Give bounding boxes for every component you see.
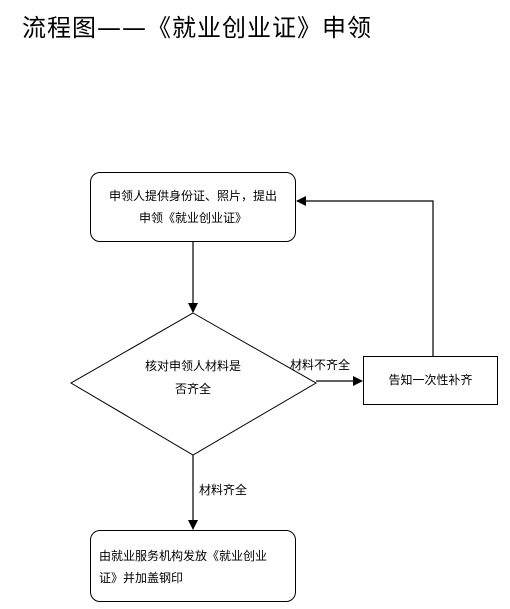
check-decision-line2: 否齐全 xyxy=(174,382,211,396)
check-decision-line1: 核对申领人材料是 xyxy=(144,359,241,373)
apply-step-line1: 申领人提供身份证、照片，提出 xyxy=(108,189,277,203)
check-decision-text: 核对申领人材料是 否齐全 xyxy=(118,355,268,401)
page-title: 流程图——《就业创业证》申领 xyxy=(22,14,372,42)
notify-step-box: 告知一次性补齐 xyxy=(363,356,498,405)
arrow-notify-to-apply xyxy=(296,196,434,356)
issue-step-line1: 由就业服务机构发放《就业创业 xyxy=(99,549,268,563)
issue-step-box: 由就业服务机构发放《就业创业 证》并加盖钢印 xyxy=(90,530,296,602)
notify-step-text: 告知一次性补齐 xyxy=(388,373,473,387)
apply-step-line2: 申领《就业创业证》 xyxy=(138,211,247,225)
apply-step-box: 申领人提供身份证、照片，提出 申领《就业创业证》 xyxy=(90,172,296,242)
edge-label-incomplete: 材料不齐全 xyxy=(290,358,351,372)
issue-step-line2: 证》并加盖钢印 xyxy=(99,571,184,585)
edge-label-complete: 材料齐全 xyxy=(199,483,248,497)
